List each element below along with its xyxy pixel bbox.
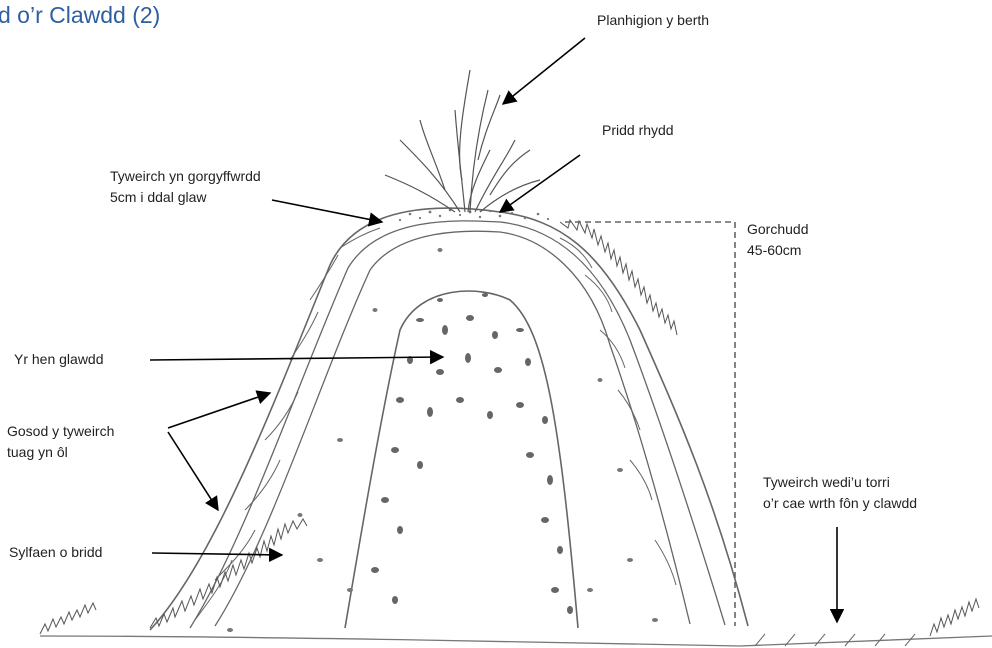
label-tyweirch-gorgyffwrdd: Tyweirch yn gorgyffwrdd 5cm i ddal glaw xyxy=(110,166,261,208)
gorchudd-dashed-line xyxy=(565,222,735,626)
grass-fringe-left xyxy=(150,519,307,628)
arrow-gosod-upper xyxy=(168,393,270,428)
core-speckles xyxy=(371,293,573,614)
grass-fringe-right xyxy=(560,220,677,335)
old-bank-outline xyxy=(345,291,578,628)
arrow-sylfaen xyxy=(152,553,282,555)
grass-tufts-left xyxy=(40,603,96,634)
arrow-gosod-lower xyxy=(168,432,218,510)
label-yr-hen-glawdd: Yr hen glawdd xyxy=(14,349,104,370)
label-sylfaen: Sylfaen o bridd xyxy=(9,542,102,563)
arrow-pridd xyxy=(500,155,580,212)
label-tyweirch-wedi-torri: Tyweirch wedi’u torri o’r cae wrth fôn y… xyxy=(763,472,917,514)
arrow-yr-hen-glawdd xyxy=(150,357,443,360)
hedge-plants xyxy=(385,70,540,212)
arrow-planhigion xyxy=(503,38,585,104)
left-sod-cells xyxy=(195,228,380,620)
base-speckles xyxy=(227,248,658,632)
arrow-tyweirch-gorgyffwrdd xyxy=(272,200,382,222)
label-gosod-tyweirch: Gosod y tyweirch tuag yn ôl xyxy=(7,421,114,463)
top-soil xyxy=(399,209,549,221)
label-pridd-rhydd: Pridd rhydd xyxy=(602,120,674,141)
sod-layer-2 xyxy=(215,231,690,626)
grass-tufts-right xyxy=(930,599,979,636)
sod-layer-1 xyxy=(190,221,725,628)
label-planhigion: Planhigion y berth xyxy=(597,10,709,31)
label-gorchudd: Gorchudd 45-60cm xyxy=(747,219,808,261)
